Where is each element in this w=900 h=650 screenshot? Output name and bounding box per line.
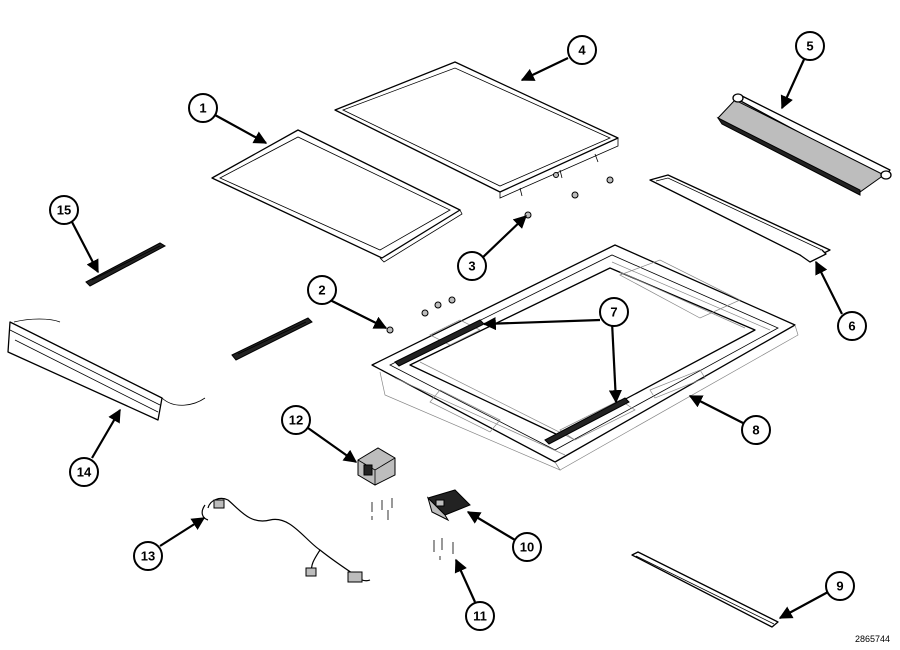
callout-label: 4	[578, 43, 586, 58]
callout-label: 15	[57, 203, 71, 218]
callout-3: 3	[457, 251, 487, 281]
callout-11: 11	[465, 601, 495, 631]
callout-label: 2	[318, 283, 325, 298]
callout-label: 1	[199, 101, 206, 116]
callout-label: 10	[520, 540, 534, 555]
part-screws-12	[371, 498, 393, 520]
part-clips	[524, 172, 614, 219]
part-seal-strip	[631, 551, 779, 628]
callout-10: 10	[512, 532, 542, 562]
callout-15: 15	[49, 195, 79, 225]
part-trim-strip-mid	[231, 317, 313, 361]
part-screws-11	[433, 538, 454, 560]
callout-label: 11	[473, 609, 487, 624]
callout-12: 12	[281, 405, 311, 435]
part-rear-trim-14	[7, 318, 206, 421]
part-motor	[357, 447, 396, 486]
callout-9: 9	[825, 571, 855, 601]
callout-label: 8	[752, 423, 759, 438]
callout-2: 2	[307, 275, 337, 305]
callout-14: 14	[69, 457, 99, 487]
callout-label: 5	[806, 39, 813, 54]
part-wind-deflector	[649, 174, 831, 263]
callout-8: 8	[741, 415, 771, 445]
part-sunroof-frame	[371, 244, 799, 471]
callout-label: 3	[468, 259, 475, 274]
callout-label: 13	[141, 549, 155, 564]
callout-label: 7	[610, 305, 617, 320]
part-wire-harness	[201, 497, 371, 583]
callout-4: 4	[567, 35, 597, 65]
part-fixed-glass	[211, 129, 463, 263]
callout-label: 6	[848, 319, 855, 334]
part-sunshade-roller	[716, 93, 892, 196]
callout-label: 9	[836, 579, 843, 594]
callout-label: 14	[77, 465, 92, 480]
callout-5: 5	[795, 31, 825, 61]
callout-13: 13	[133, 541, 163, 571]
callout-7: 7	[599, 297, 629, 327]
figure-id: 2865744	[854, 634, 890, 644]
part-sliding-glass	[334, 61, 619, 199]
callout-label: 12	[289, 413, 303, 428]
part-trim-strip-15	[85, 242, 167, 287]
callout-6: 6	[837, 311, 867, 341]
part-control-module	[426, 489, 471, 522]
part-nut	[386, 296, 456, 334]
callout-1: 1	[188, 93, 218, 123]
